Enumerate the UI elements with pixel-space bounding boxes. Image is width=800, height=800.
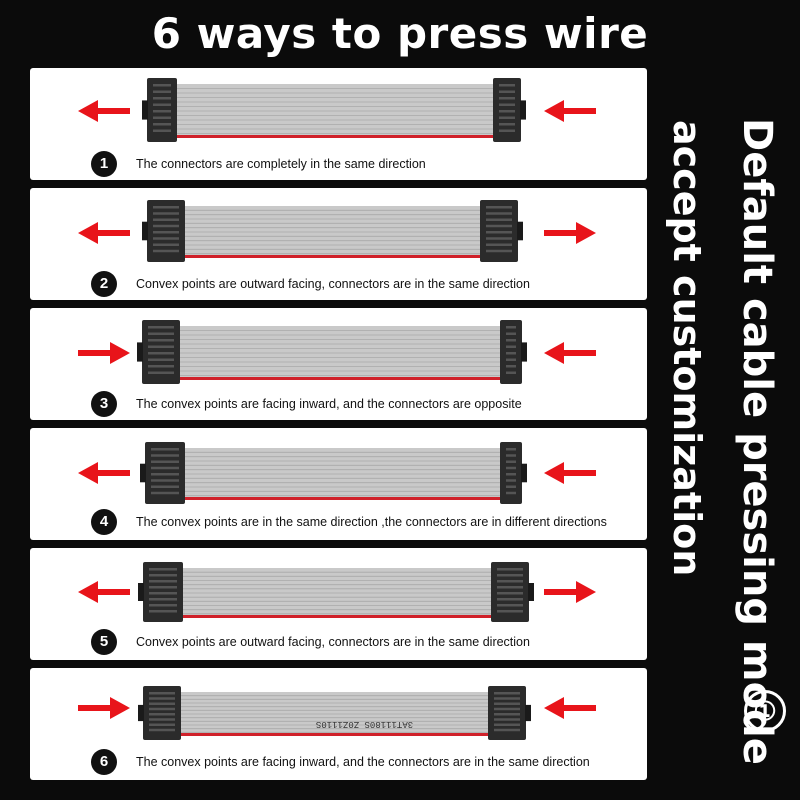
wiring-option-card-1: 1 The connectors are completely in the sa…: [30, 68, 647, 180]
ribbon-connector: [137, 320, 180, 384]
cable-illustration: [78, 442, 596, 504]
page-title: 6 ways to press wire: [151, 9, 649, 58]
option-caption: The connectors are completely in the sam…: [136, 157, 426, 171]
ribbon-connector: [138, 686, 181, 740]
option-number-badge: 2: [91, 271, 117, 297]
red-stripe: [177, 733, 492, 736]
cable-illustration: [78, 320, 596, 384]
ribbon-cable: 3AT11180S Z0Z1110S: [177, 692, 492, 736]
red-stripe: [173, 135, 497, 138]
ribbon-connector: [480, 200, 523, 262]
red-stripe: [181, 497, 504, 500]
arrow-left-icon: [78, 581, 130, 603]
arrow-right-icon: [78, 342, 130, 364]
wiring-option-card-5: 5 Convex points are outward facing, conne…: [30, 548, 647, 660]
option-caption: Convex points are outward facing, connec…: [136, 277, 530, 291]
ribbon-cable: [173, 84, 497, 138]
arrow-left-icon: [544, 100, 596, 122]
option-number-badge: 5: [91, 629, 117, 655]
red-stripe: [181, 255, 484, 258]
cable-print-text: 3AT11180S Z0Z1110S: [316, 719, 413, 729]
red-stripe: [179, 615, 495, 618]
ribbon-connector: [138, 562, 183, 622]
ribbon-connector: [142, 78, 177, 142]
ribbon-connector: [493, 78, 526, 142]
ribbon-connector: [488, 686, 531, 740]
side-heading-default-mode: Default cable pressing mode: [734, 118, 780, 765]
ribbon-connector: [491, 562, 534, 622]
side-heading-customization: accept customization: [665, 120, 709, 577]
arrow-left-icon: [78, 222, 130, 244]
wiring-option-card-3: 3 The convex points are facing inward, an…: [30, 308, 647, 420]
ribbon-cable: [181, 206, 484, 258]
ribbon-connector: [500, 442, 527, 504]
cable-illustration: [78, 562, 596, 622]
ribbon-cable: [179, 568, 495, 618]
wiring-option-card-4: 4 The convex points are in the same direc…: [30, 428, 647, 540]
ribbon-connector: [500, 320, 527, 384]
wiring-option-card-2: 2 Convex points are outward facing, conne…: [30, 188, 647, 300]
option-caption: The convex points are facing inward, and…: [136, 755, 590, 769]
arrow-left-icon: [544, 342, 596, 364]
ribbon-cable: [176, 326, 504, 380]
arrow-left-icon: [78, 100, 130, 122]
arrow-right-icon: [78, 697, 130, 719]
option-number-badge: 4: [91, 509, 117, 535]
arrow-left-icon: [78, 462, 130, 484]
arrow-left-icon: [544, 697, 596, 719]
ribbon-connector: [140, 442, 185, 504]
arrow-right-icon: [544, 222, 596, 244]
option-caption: Convex points are outward facing, connec…: [136, 635, 530, 649]
arrow-right-icon: [544, 581, 596, 603]
circled-number-mark: ①: [744, 690, 786, 732]
ribbon-cable: [181, 448, 504, 500]
option-number-badge: 1: [91, 151, 117, 177]
arrow-left-icon: [544, 462, 596, 484]
option-number-badge: 6: [91, 749, 117, 775]
cable-illustration: [78, 78, 596, 142]
option-caption: The convex points are facing inward, and…: [136, 397, 522, 411]
ribbon-connector: [142, 200, 185, 262]
option-number-badge: 3: [91, 391, 117, 417]
cable-illustration: 3AT11180S Z0Z1110S: [78, 686, 596, 740]
option-caption: The convex points are in the same direct…: [136, 515, 607, 529]
wiring-option-card-6: 3AT11180S Z0Z1110S 6 The convex points are…: [30, 668, 647, 780]
red-stripe: [176, 377, 504, 380]
cable-illustration: [78, 200, 596, 262]
